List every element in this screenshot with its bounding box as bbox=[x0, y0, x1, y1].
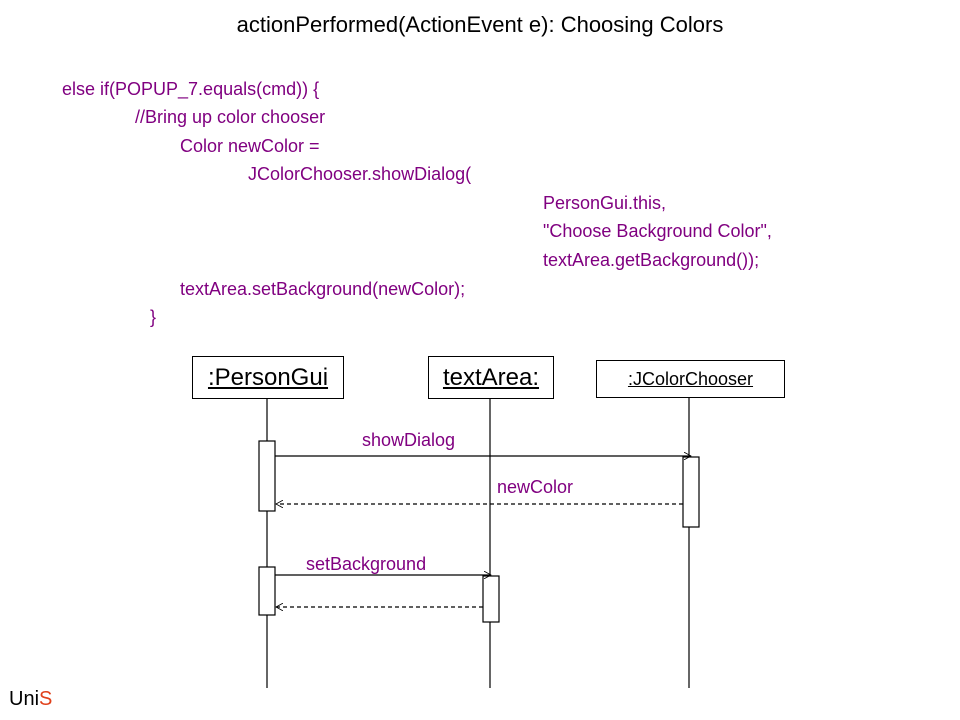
lifeline-label: :JColorChooser bbox=[627, 369, 754, 389]
code-line: } bbox=[150, 307, 157, 327]
code-line: //Bring up color chooser bbox=[135, 107, 326, 127]
activation-bar bbox=[258, 566, 276, 616]
code-line: textArea.getBackground()); bbox=[543, 250, 760, 270]
activation-bar bbox=[682, 456, 700, 528]
code-line: else if(POPUP_7.equals(cmd)) { bbox=[62, 79, 320, 99]
code-line: textArea.setBackground(newColor); bbox=[180, 279, 466, 299]
activation-bar bbox=[258, 440, 276, 512]
logo-accent-text: S bbox=[39, 688, 53, 710]
logo-text: Uni bbox=[9, 688, 40, 710]
message-label-setBackground: setBackground bbox=[306, 554, 427, 574]
activation-bar bbox=[482, 575, 500, 623]
code-line: JColorChooser.showDialog( bbox=[248, 164, 472, 184]
lifeline-box-jcolorchooser: :JColorChooser bbox=[596, 360, 785, 398]
message-label-showDialog: showDialog bbox=[362, 430, 456, 450]
slide-title: actionPerformed(ActionEvent e): Choosing… bbox=[236, 12, 724, 37]
lifeline-label: textArea: bbox=[442, 364, 540, 391]
code-line: Color newColor = bbox=[180, 136, 320, 156]
lifeline-box-textArea: textArea: bbox=[428, 356, 554, 399]
lifeline-box-personGui: :PersonGui bbox=[192, 356, 344, 399]
code-line: "Choose Background Color", bbox=[543, 221, 772, 241]
message-label-newColor: newColor bbox=[497, 477, 574, 497]
code-line: PersonGui.this, bbox=[543, 193, 667, 213]
unis-logo: UniS bbox=[9, 688, 52, 711]
lifeline-label: :PersonGui bbox=[207, 364, 329, 391]
